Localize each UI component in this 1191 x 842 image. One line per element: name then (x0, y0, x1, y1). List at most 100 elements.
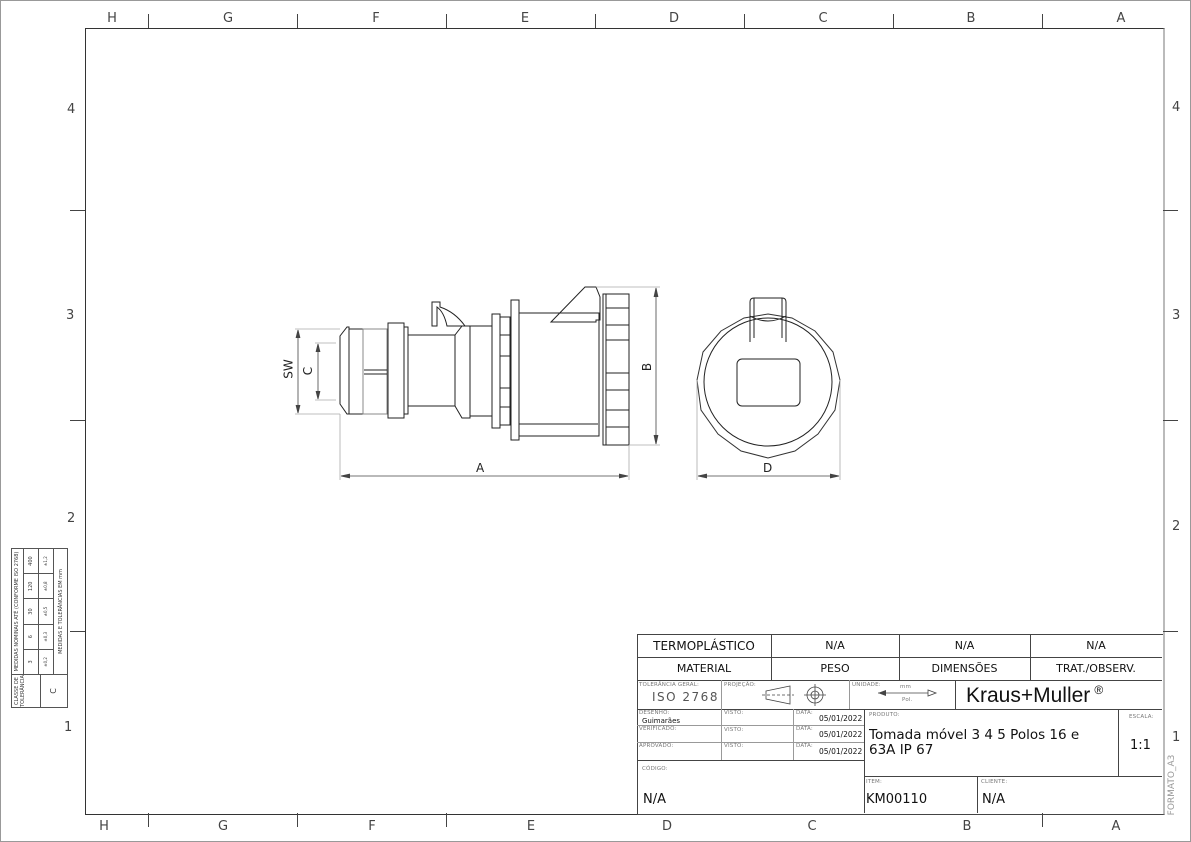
tb-divider (864, 776, 1162, 777)
dim-label-b: B (640, 362, 655, 372)
tb-divider (1118, 709, 1119, 776)
zone-tick (70, 631, 85, 632)
dimensoes-value: N/A (954, 639, 975, 652)
peso-label: PESO (820, 662, 850, 675)
tolerance-table: CLASSE DE TOLERÂNCIA C MEDIDAS NOMINAIS … (11, 548, 68, 708)
zone-tick (446, 813, 447, 827)
tb-divider (793, 709, 794, 760)
trat-label: TRAT./OBSERV. (1056, 662, 1136, 675)
zone-b-bottom: B (962, 819, 972, 834)
side-view (339, 286, 630, 446)
cliente-label: CLIENTE: (981, 779, 1008, 785)
zone-e-bottom: E (526, 819, 536, 834)
tb-divider (637, 742, 864, 743)
zone-tick (1163, 420, 1178, 421)
dim-label-a: A (476, 461, 485, 475)
dimension-lines-side (295, 286, 660, 480)
dimension-lines-front (696, 380, 841, 480)
zone-tick (70, 210, 85, 211)
unidade-mm: mm (900, 684, 912, 690)
item-label: ITEM: (866, 779, 883, 785)
unidade-label: UNIDADE: (852, 682, 881, 688)
tb-divider (864, 709, 865, 813)
brand-name: Kraus+Muller (966, 684, 1091, 707)
zone-tick (1042, 813, 1043, 827)
zone-tick (446, 14, 447, 28)
produto-line-1: Tomada móvel 3 4 5 Polos 16 e (869, 727, 1080, 743)
row-3-left: 3 (66, 308, 75, 323)
visto-label-2: VISTO: (724, 727, 744, 733)
registered-mark: ® (1094, 683, 1104, 697)
data-label-2: DATA: (796, 726, 813, 732)
material-value: TERMOPLÁSTICO (653, 639, 755, 653)
date-1: 05/01/2022 (819, 714, 863, 723)
zone-g-top: G (222, 11, 234, 26)
dim-label-sw: SW (281, 359, 296, 379)
desenho-value: Guimarães (642, 717, 681, 725)
zone-tick (1163, 631, 1178, 632)
material-label: MATERIAL (676, 662, 732, 675)
zone-d-bottom: D (661, 819, 673, 834)
zone-tick (1163, 210, 1178, 211)
row-3-right: 3 (1172, 308, 1181, 323)
desenho-label: DESENHO: (639, 710, 670, 716)
zone-tick (148, 813, 149, 827)
title-block (637, 634, 1163, 815)
cliente-value: N/A (982, 792, 1005, 807)
zone-c-top: C (818, 11, 828, 26)
tb-divider (637, 725, 864, 726)
brand-logo: Kraus+Muller® (966, 683, 1103, 708)
zone-tick (297, 813, 298, 827)
front-view (696, 297, 841, 459)
row-4-left: 4 (67, 102, 76, 117)
item-value: KM00110 (866, 792, 928, 807)
zone-h-top: H (107, 11, 117, 26)
unit-arrow-icon (878, 689, 938, 697)
peso-value: N/A (825, 639, 845, 652)
unidade-pol: Pol. (902, 697, 913, 703)
zone-d-top: D (668, 11, 680, 26)
zone-tick (70, 420, 85, 421)
tb-divider (721, 680, 722, 709)
projecao-label: PROJEÇÃO: (724, 682, 756, 688)
projection-symbol-icon (762, 684, 826, 706)
zone-tick (595, 14, 596, 28)
escala-value: 1:1 (1130, 738, 1151, 753)
produto-line-2: 63A IP 67 (869, 742, 934, 758)
tb-divider (637, 680, 1162, 681)
zone-a-top: A (1116, 11, 1126, 26)
verificado-label: VERIFICADO: (639, 726, 677, 732)
zone-e-top: E (520, 11, 530, 26)
tb-divider (899, 634, 900, 680)
tolerancia-value: ISO 2768 (652, 690, 719, 704)
row-2-left: 2 (67, 511, 76, 526)
zone-tick (744, 14, 745, 28)
codigo-label: CÓDIGO: (642, 766, 668, 772)
produto-value: Tomada móvel 3 4 5 Polos 16 e 63A IP 67 (869, 728, 1079, 758)
row-1-left: 1 (64, 720, 73, 735)
row-1-right: 1 (1172, 730, 1181, 745)
zone-h-bottom: H (99, 819, 109, 834)
tolerancia-label: TOLERÂNCIA GERAL: (639, 682, 700, 688)
dim-label-c: C (301, 366, 316, 376)
zone-tick (1042, 14, 1043, 28)
zone-b-top: B (966, 11, 976, 26)
zone-f-top: F (372, 11, 380, 26)
zone-c-bottom: C (807, 819, 817, 834)
zone-tick (297, 14, 298, 28)
aprovado-label: APROVADO: (639, 743, 674, 749)
date-2: 05/01/2022 (819, 730, 863, 739)
visto-label-3: VISTO: (724, 743, 744, 749)
produto-label: PRODUTO: (869, 712, 900, 718)
escala-label: ESCALA: (1129, 714, 1154, 720)
zone-tick (148, 14, 149, 28)
visto-label-1: VISTO: (724, 710, 744, 716)
data-label-1: DATA: (796, 710, 813, 716)
tb-divider (849, 680, 850, 709)
tb-divider (637, 760, 864, 761)
dimensoes-label: DIMENSÕES (931, 662, 998, 675)
tb-divider (637, 709, 1162, 710)
row-2-right: 2 (1172, 519, 1181, 534)
zone-f-bottom: F (368, 819, 376, 834)
